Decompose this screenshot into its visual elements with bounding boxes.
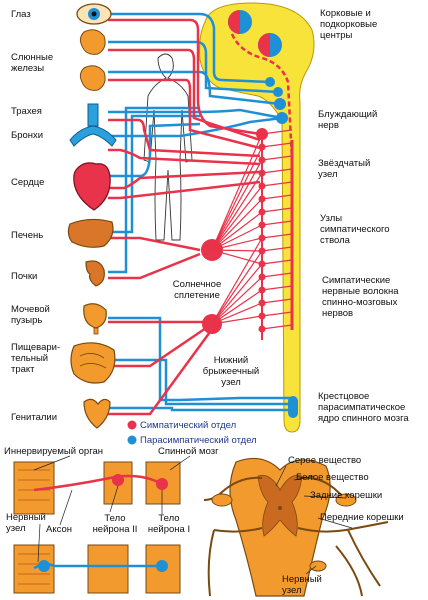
nerve-lines xyxy=(108,12,290,416)
label-stellate-node: Звёздчатый узел xyxy=(318,158,371,180)
trunk-branch xyxy=(261,194,293,200)
neuron-body-blue-cord xyxy=(156,560,168,572)
legend-parasympathetic-label: Парасимпатический отдел xyxy=(140,435,257,446)
organ-label-genitals: Гениталии xyxy=(11,412,58,423)
ganglion-fiber xyxy=(211,159,263,251)
ganglion-fiber xyxy=(211,276,263,325)
label-cortical-centers: Корковые и подкорковые центры xyxy=(320,8,378,41)
organ-icons xyxy=(67,3,117,429)
label-posterior-roots: Задние корешки xyxy=(310,490,383,501)
reflex-arc-diagram xyxy=(13,455,191,594)
trunk-branch xyxy=(261,259,293,265)
white-matter xyxy=(229,457,331,597)
neuron-body-blue-organ xyxy=(38,560,50,572)
liver-icon xyxy=(67,218,114,248)
gray-matter xyxy=(257,474,303,537)
neuron-body-red-ganglion xyxy=(112,474,124,486)
dashed-path-red xyxy=(230,33,294,161)
label-white-matter: Белое вещество xyxy=(296,472,369,483)
heart-icon xyxy=(73,162,111,211)
organ-label-heart: Сердце xyxy=(11,177,45,188)
label-anterior-roots: Передние корешки xyxy=(320,512,404,523)
ganglion-fiber xyxy=(211,146,263,251)
body-silhouette xyxy=(143,53,193,241)
organ-label-trachea: Трахея xyxy=(11,106,42,117)
trunk-branch xyxy=(261,142,293,148)
organ-label-bronchi: Бронхи xyxy=(11,130,44,141)
spinal-cord-cross-section xyxy=(203,457,389,597)
organ-label-liver: Печень xyxy=(11,230,44,241)
trunk-branch xyxy=(261,168,293,174)
ganglion-fiber xyxy=(211,172,263,251)
label-neuron-2: Тело нейрона II xyxy=(92,513,138,535)
ganglion-fiber xyxy=(211,302,263,325)
sacral-nucleus xyxy=(288,396,298,418)
ganglion-fiber xyxy=(211,133,263,251)
label-nerve-node-left: Нервный узел xyxy=(6,512,46,534)
label-neuron-1: Тело нейрона I xyxy=(147,513,191,535)
label-sacral-nucleus: Крестцовое парасимпатическое ядро спинно… xyxy=(318,391,409,424)
trunk-branch xyxy=(261,298,293,304)
trunk-branch xyxy=(261,324,293,330)
ganglion-box-bottom xyxy=(87,544,129,594)
trachea-icon xyxy=(69,103,117,147)
dorsal-root-ganglion xyxy=(335,493,357,507)
trunk-branch xyxy=(261,129,293,135)
ganglion-fibers xyxy=(211,133,263,325)
legend-sympathetic-dot xyxy=(127,420,137,430)
label-vagus-nerve: Блуждающий нерв xyxy=(318,109,378,131)
neuron-body-red-cord xyxy=(156,478,168,490)
organ-label-digestive: Пищевари- тельный тракт xyxy=(11,342,61,375)
ganglion-fiber xyxy=(211,198,263,251)
trunk-branch xyxy=(261,207,293,213)
eye-icon xyxy=(76,3,112,25)
trunk-branch xyxy=(261,285,293,291)
ganglion-fiber xyxy=(211,263,263,325)
salivary-glands-icon xyxy=(79,29,106,91)
label-spinal-cord: Спинной мозг xyxy=(158,446,219,457)
intestine-icon xyxy=(70,342,116,384)
organ-label-eye: Глаз xyxy=(11,9,31,20)
trunk-branch xyxy=(261,272,293,278)
label-axon: Аксон xyxy=(46,524,72,535)
genitals-icon xyxy=(83,398,111,429)
label-gray-matter: Серое вещество xyxy=(288,455,362,466)
anterior-roots xyxy=(297,521,389,597)
label-innervated-organ: Иннервируемый орган xyxy=(4,446,104,457)
trunk-branch xyxy=(261,233,293,239)
ganglion-fiber xyxy=(211,315,263,325)
organ-label-salivary: Слюнные железы xyxy=(11,52,54,74)
trunk-branch xyxy=(261,311,293,317)
trunk-branch xyxy=(261,181,293,187)
legend-parasympathetic-dot xyxy=(127,435,137,445)
label-lower-mesenteric: Нижний брыжеечный узел xyxy=(202,355,260,388)
label-solar-plexus: Солнечное сплетение xyxy=(172,279,222,301)
trunk-branch xyxy=(261,155,293,161)
ganglion-fiber xyxy=(211,289,263,325)
label-trunk-nodes: Узлы симпатического ствола xyxy=(320,213,390,246)
brain-shape xyxy=(199,2,315,433)
ganglion-fiber xyxy=(211,249,263,252)
ganglion-fiber xyxy=(211,237,263,325)
kidney-icon xyxy=(85,260,105,287)
sympathetic-axon xyxy=(33,474,163,492)
trunk-branch xyxy=(261,246,293,252)
ganglion-fiber xyxy=(211,211,263,251)
ganglion-fiber xyxy=(211,224,263,251)
organ-label-bladder: Мочевой пузырь xyxy=(11,304,50,326)
organ-label-kidney: Почки xyxy=(11,271,38,282)
bladder-icon xyxy=(83,303,107,335)
trunk-branch xyxy=(261,220,293,226)
ganglion-fiber xyxy=(211,237,263,251)
ganglion-fiber xyxy=(211,250,263,325)
sympathetic-ganglion xyxy=(309,560,327,572)
ganglion-fiber xyxy=(211,249,263,265)
label-sympathetic-fibers: Симпатические нервные волокна спинно-моз… xyxy=(322,275,399,319)
legend-sympathetic-label: Симпатический отдел xyxy=(140,420,237,431)
label-nerve-node-right: Нервный узел xyxy=(282,574,322,596)
ganglion-fiber xyxy=(211,185,263,251)
